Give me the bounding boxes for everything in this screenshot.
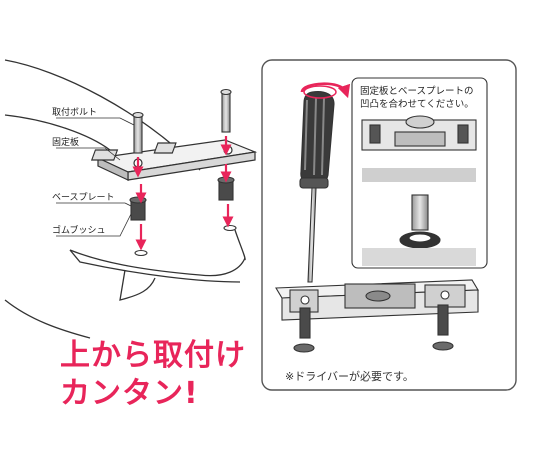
left-rubber-bushes	[129, 176, 237, 257]
screwdriver-note: ※ドライバーが必要です。	[285, 370, 414, 383]
label-base-plate: ベースプレート	[52, 193, 115, 203]
callout-text: 固定板とベースプレートの 凹凸を合わせてください。	[360, 85, 474, 111]
label-fixing-plate: 固定板	[52, 138, 80, 148]
left-bolts	[132, 88, 232, 154]
left-fixing-plate	[90, 139, 258, 181]
label-leaders	[56, 117, 135, 237]
label-bolt: 取付ボルト	[52, 108, 98, 118]
left-arrows	[132, 136, 234, 251]
rotation-arrow-icon	[300, 82, 351, 99]
headline-line2: カンタン!	[60, 376, 199, 411]
callout-line-2: 凹凸を合わせてください。	[360, 99, 474, 110]
callout-box	[351, 77, 488, 269]
headline-line1: 上から取付け	[60, 338, 246, 373]
screwdriver	[299, 91, 335, 283]
right-plate-assembly	[275, 279, 479, 353]
callout-line-1: 固定板とベースプレートの	[360, 86, 474, 97]
label-rubber-bush: ゴムブッシュ	[52, 226, 106, 236]
toilet-outline	[4, 59, 246, 339]
